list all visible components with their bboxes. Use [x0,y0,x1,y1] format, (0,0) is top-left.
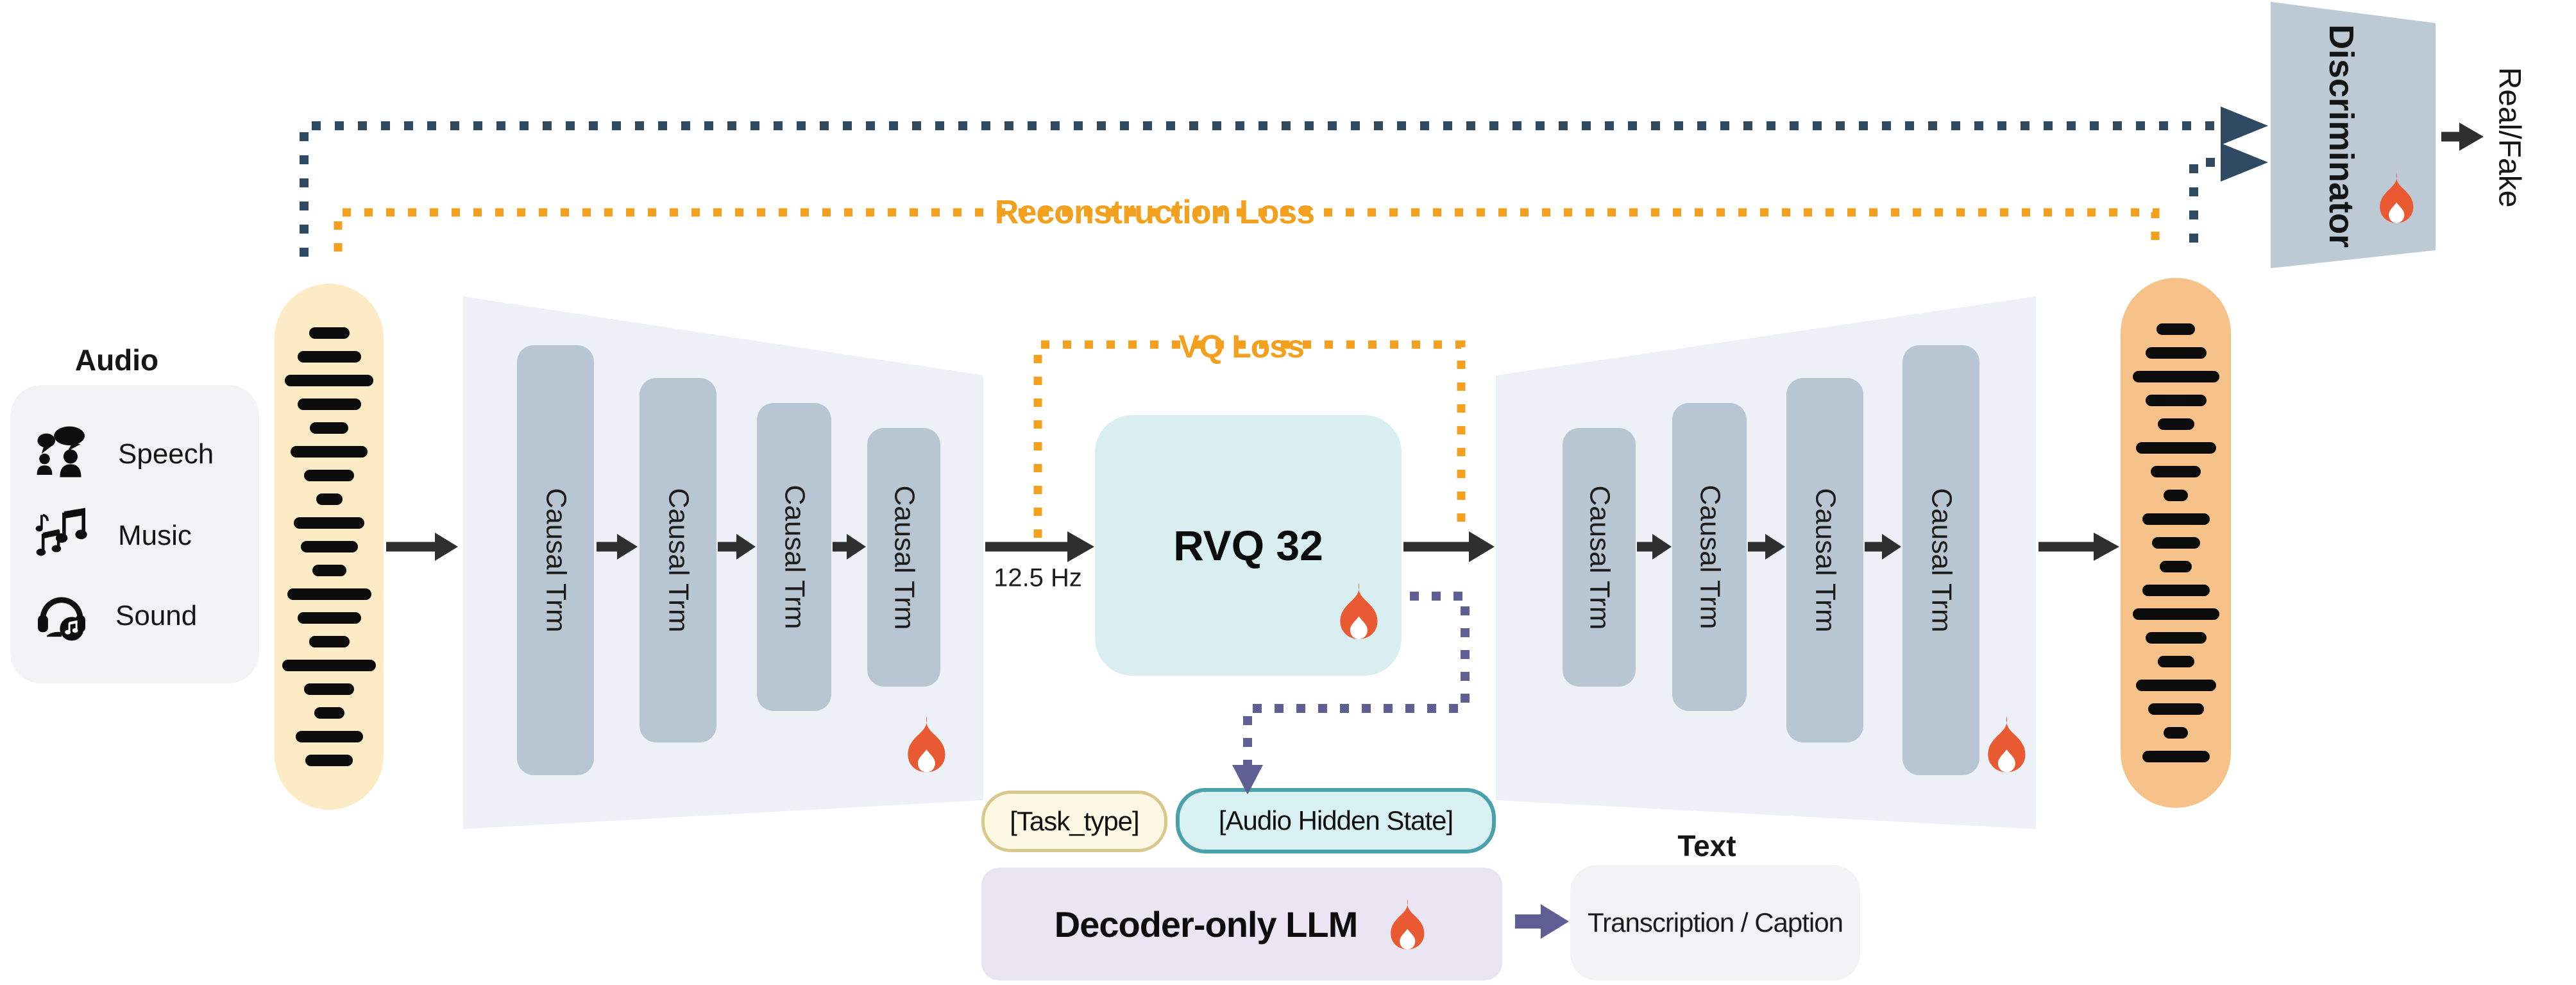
waveform-bar [2157,418,2194,430]
waveform-bar [2142,751,2210,762]
encoder-block-1: Causal Trm [517,345,594,775]
real-fake-label: Real/Fake [2492,67,2527,208]
encoder-block-label: Causal Trm [540,488,572,633]
waveform-bar [282,660,376,671]
headphones-icon [33,586,90,646]
waveform-bar [305,755,353,766]
waveform-bar [2148,703,2204,715]
audio-section-title: Audio [74,343,159,377]
waveform-bar [297,398,361,410]
audio-item-sound: Sound [33,586,259,646]
discriminator-input-lines [300,121,2218,257]
waveform-bar [2145,632,2207,644]
waveform-bar [291,446,368,458]
waveform-bar [314,707,344,719]
frame-rate-label: 12.5 Hz [994,563,1082,592]
waveform-bar [2145,395,2207,406]
waveform-bar [2132,608,2219,620]
waveform-bar [2151,537,2200,549]
reconstruction-loss-label: Reconstruction Loss [985,193,1324,232]
fire-icon [1384,895,1429,954]
audio-item-label: Music [118,519,192,551]
waveform-bar [2157,323,2195,335]
waveform-bar [304,683,354,695]
decoder-block-label: Causal Trm [1926,488,1958,633]
audio-item-music: Music [33,504,259,567]
decoder-block-3: Causal Trm [1786,378,1863,742]
discriminator-input-arrowhead [2221,143,2268,182]
real-audio-to-discriminator-line [300,121,2218,257]
decoder-block-label: Causal Trm [1584,485,1616,630]
waveform-bar [294,517,364,529]
waveform-bar [2164,727,2188,739]
encoder-block-label: Causal Trm [779,484,811,630]
speech-people-icon [33,423,92,485]
waveform-bar [2135,442,2216,454]
encoder-block-label: Causal Trm [888,485,920,630]
audio-hidden-state-token: [Audio Hidden State] [1176,788,1496,853]
text-output-title: Text [1677,829,1736,862]
waveform-bar [2164,490,2188,501]
audio-input-panel: Speech [10,385,259,683]
waveform-bar [312,565,346,576]
waveform-bar [300,541,358,552]
waveform-bar [2157,656,2194,667]
decoder-block-label: Causal Trm [1694,484,1726,630]
discriminator-input-arrowhead [2221,107,2268,145]
waveform-bar [287,588,371,600]
audio-item-label: Speech [118,438,214,470]
waveform-bars [2121,323,2231,762]
waveform-bar [309,636,350,647]
waveform-bars [275,327,384,766]
vq-loss-label: VQ Loss [1169,328,1313,365]
waveform-bar [304,470,354,481]
rvq-block: RVQ 32 [1095,415,1402,676]
waveform-bar [310,422,348,434]
waveform-bar [297,612,361,624]
rvq-label: RVQ 32 [1173,522,1323,569]
fake-audio-to-discriminator-line [2189,158,2218,243]
waveform-bar [295,731,363,742]
music-notes-icon [33,504,92,567]
waveform-bar [2160,561,2192,572]
discriminator-label: Discriminator [2322,24,2360,248]
llm-output-arrowhead [1541,904,1569,939]
decoder-block-2: Causal Trm [1672,403,1747,711]
encoder-block-label: Causal Trm [663,488,695,633]
encoder-block-4: Causal Trm [867,428,940,687]
encoder-block-3: Causal Trm [757,403,831,711]
waveform-bar [297,351,361,363]
fire-icon [908,715,945,773]
audio-item-label: Sound [115,599,198,631]
waveform-bar [2142,585,2210,596]
llm-label: Decoder-only LLM [1054,904,1358,945]
task-type-token: [Task_type] [981,791,1167,852]
fire-icon [2380,172,2414,223]
audio-item-speech: Speech [33,423,259,485]
waveform-bar [316,493,343,505]
encoder-block-2: Causal Trm [640,378,716,742]
output-audio-waveform [2121,278,2231,808]
transcription-caption-box: Transcription / Caption [1570,865,1860,981]
waveform-bar [309,327,350,339]
waveform-bar [285,375,373,386]
decoder-block-4: Causal Trm [1902,345,1979,775]
fire-icon [1988,715,2026,773]
decoder-block-label: Causal Trm [1809,488,1842,633]
waveform-bar [2135,680,2216,691]
waveform-bar [2145,347,2207,359]
waveform-bar [2132,371,2219,382]
decoder-block-1: Causal Trm [1563,428,1636,687]
input-audio-waveform [275,284,384,810]
waveform-bar [2151,466,2201,477]
decoder-only-llm-block: Decoder-only LLM [981,868,1502,981]
waveform-bar [2142,513,2210,525]
